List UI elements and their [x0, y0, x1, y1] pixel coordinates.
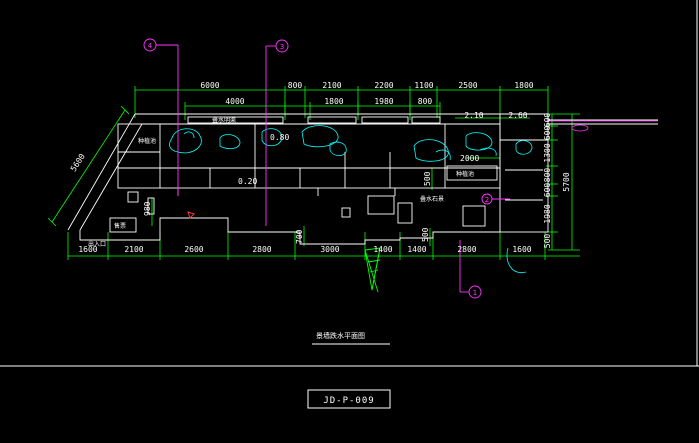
- interior-dim-3: 2000: [460, 154, 479, 163]
- bottom-dim-6: 1400: [373, 245, 392, 254]
- accent-markers: [187, 211, 195, 219]
- interior-dim-4: 500: [423, 171, 432, 186]
- right-dim-7: 500: [543, 234, 552, 249]
- drawing-code: JD-P-009: [323, 396, 374, 406]
- callout-4: 4: [148, 42, 153, 50]
- bottom-dim-2: 2100: [124, 245, 143, 254]
- left-pool-label: 种植池: [138, 137, 156, 145]
- second-dim-5: 2.10: [464, 111, 483, 120]
- interior-dim-7: 500: [421, 227, 430, 242]
- second-dim-6: 2.60: [508, 111, 527, 120]
- bottom-dim-7: 1400: [407, 245, 426, 254]
- callout-numbers: 4 3 2 1: [148, 42, 489, 297]
- top-dimension-labels: 6000 800 2100 2200 1100 2500 1800: [200, 81, 533, 90]
- second-dim-3: 1980: [374, 97, 393, 106]
- top-dim-5: 1100: [414, 81, 433, 90]
- dimension-lines: [47, 86, 580, 260]
- bottom-dim-8: 2800: [457, 245, 476, 254]
- bottom-dim-5: 3000: [320, 245, 339, 254]
- feature-label: 叠水石景: [420, 195, 444, 203]
- callout-lines: [143, 38, 510, 299]
- channel-label: 叠水明渠: [212, 116, 236, 124]
- bottom-dimension-labels: 1600 2100 2600 2800 3000 1400 1400 2800 …: [78, 245, 531, 254]
- rock-features: [169, 125, 533, 274]
- drawing-title: 景墙跌水平面图: [316, 331, 365, 340]
- second-dim-2: 1800: [324, 97, 343, 106]
- top-dim-7: 1800: [514, 81, 533, 90]
- feature-labels: 种植池 种植池 叠水明渠 叠水石景 售票 出入口: [88, 116, 474, 248]
- callout-1: 1: [473, 289, 477, 297]
- entry-label: 出入口: [88, 240, 106, 248]
- right-dim-4: 800: [543, 168, 552, 183]
- bottom-dim-4: 2800: [252, 245, 271, 254]
- interior-dim-1: 0.80: [270, 133, 289, 142]
- right-dim-5: 600: [543, 183, 552, 198]
- top-dim-1: 6000: [200, 81, 219, 90]
- right-outer-dim: 5700: [562, 172, 571, 191]
- right-dim-1: 600: [543, 113, 552, 128]
- top-dim-4: 2200: [374, 81, 393, 90]
- top-dim-2: 800: [288, 81, 303, 90]
- bottom-dim-3: 2600: [184, 245, 203, 254]
- entrance-gate: [364, 247, 381, 293]
- booth-label: 售票: [114, 222, 126, 230]
- interior-dimension-labels: 0.80 0.20 2000 500 980 700 500: [143, 133, 479, 244]
- interior-dim-5: 980: [143, 201, 152, 216]
- second-dimension-labels: 4000 1800 1980 800 2.10 2.60: [225, 97, 527, 120]
- right-dim-6: 1980: [543, 204, 552, 223]
- plan-outline: [67, 113, 658, 245]
- top-dim-6: 2500: [458, 81, 477, 90]
- second-dim-4: 800: [418, 97, 433, 106]
- right-dim-3: 1300: [543, 143, 552, 162]
- right-extension: [548, 120, 658, 132]
- callout-3: 3: [280, 43, 284, 51]
- bottom-dim-1: 1600: [78, 245, 97, 254]
- code-box: [307, 389, 391, 409]
- interior-dim-2: 0.20: [238, 177, 257, 186]
- second-dim-1: 4000: [225, 97, 244, 106]
- diagonal-dim: 5600: [69, 152, 87, 173]
- right-pool-label: 种植池: [456, 170, 474, 178]
- callout-2: 2: [485, 196, 489, 204]
- interior-dim-6: 700: [295, 229, 304, 244]
- right-dim-2: 600: [543, 126, 552, 141]
- bottom-dim-9: 1600: [512, 245, 531, 254]
- drawing-frame: [0, 0, 699, 367]
- top-dim-3: 2100: [322, 81, 341, 90]
- right-inner-dimension-labels: 600 600 1300 800 600 1980 500: [543, 113, 552, 249]
